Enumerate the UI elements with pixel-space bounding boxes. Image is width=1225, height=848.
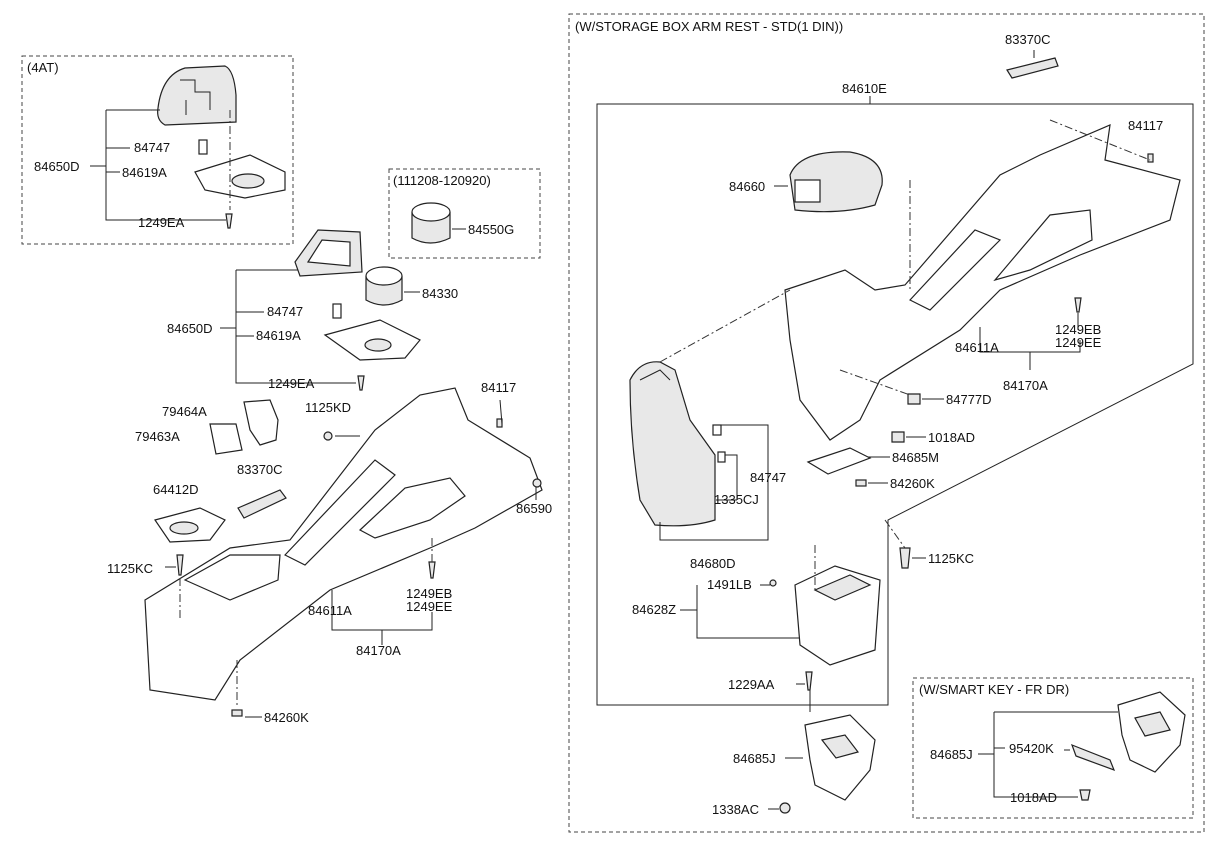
label-84610e: 84610E: [842, 81, 887, 96]
clip-84260k-right: [855, 479, 867, 487]
clip-84747-right: [712, 424, 722, 436]
label-1018ad-smart: 1018AD: [1010, 790, 1057, 805]
label-1125kc-right: 1125KC: [928, 551, 974, 566]
label-84619a-mid: 84619A: [256, 328, 301, 343]
label-84611a-right: 84611A: [955, 340, 999, 355]
label-95420k: 95420K: [1009, 741, 1054, 756]
label-64412d: 64412D: [153, 482, 199, 497]
label-1125kc-left: 1125KC: [107, 561, 153, 576]
clip-84747-4at: [198, 139, 208, 155]
label-84680d: 84680D: [690, 556, 736, 571]
screw-1249eb-left: [428, 561, 436, 579]
clip-1335cj: [717, 451, 726, 463]
label-1491lb: 1491LB: [707, 577, 752, 592]
label-1338ac: 1338AC: [712, 802, 759, 817]
label-84117-left: 84117: [481, 380, 516, 395]
shift-indicator-4at: [157, 65, 237, 126]
label-84777d: 84777D: [946, 392, 992, 407]
section-title-4at: (4AT): [27, 60, 59, 75]
label-84619a-4at: 84619A: [122, 165, 167, 180]
cover-84619a-4at: [194, 154, 286, 199]
section-title-storage-box: (W/STORAGE BOX ARM REST - STD(1 DIN)): [575, 19, 843, 34]
section-box-date-range: [388, 168, 541, 259]
label-1249eb-left: 1249EB: [406, 586, 452, 601]
armrest-84680d: [629, 361, 716, 527]
armrest-lid-84660: [789, 151, 883, 213]
label-1249ea-mid: 1249EA: [268, 376, 315, 391]
label-84650d-4at: 84650D: [34, 159, 80, 174]
storage-box-84628z: [794, 565, 881, 666]
shift-bezel-84650d: [294, 229, 363, 277]
label-1249ee-left: 1249EE: [406, 599, 453, 614]
clip-84260k-left: [231, 709, 243, 717]
screw-1125kc-right: [899, 547, 911, 569]
label-83370c-left: 83370C: [237, 462, 283, 477]
screw-1018ad-smart: [1079, 789, 1091, 801]
console-84611a-right: [784, 124, 1181, 441]
screw-1249ea-mid: [357, 375, 365, 391]
label-1229aa: 1229AA: [728, 677, 775, 692]
clip-86590: [532, 478, 542, 488]
bracket-84685j-main: [804, 714, 876, 801]
section-title-date-range: (111208-120920): [393, 173, 491, 188]
clip-84117-right: [1147, 153, 1154, 163]
label-84170a-left: 84170A: [356, 643, 401, 658]
label-84330: 84330: [422, 286, 458, 301]
label-1249ee-right: 1249EE: [1055, 335, 1102, 350]
screw-1125kc-left: [176, 554, 184, 576]
label-1018ad-right: 1018AD: [928, 430, 975, 445]
label-84117-right: 84117: [1128, 118, 1163, 133]
bracket-84685j-smart: [1117, 691, 1186, 773]
bracket-79463a: [209, 423, 243, 455]
cup-84330: [365, 266, 403, 306]
screw-1018ad-right: [891, 431, 905, 443]
label-1249eb-right: 1249EB: [1055, 322, 1101, 337]
module-95420k: [1070, 743, 1116, 772]
label-84650d-mid: 84650D: [167, 321, 213, 336]
cover-84619a-mid: [323, 319, 421, 361]
nut-1338ac: [779, 802, 791, 814]
screw-1229aa: [805, 671, 813, 691]
label-83370c-right: 83370C: [1005, 32, 1051, 47]
label-79464a: 79464A: [162, 404, 207, 419]
trim-83370c-left: [237, 489, 287, 519]
cup-84550g: [411, 202, 451, 244]
label-1125kd: 1125KD: [305, 400, 351, 415]
bolt-1491lb: [769, 579, 777, 587]
label-84260k-right: 84260K: [890, 476, 935, 491]
section-box-smart-key: [912, 677, 1194, 819]
assembly-outline-84610e: [596, 103, 1194, 706]
section-box-storage-box: [568, 13, 1205, 833]
label-86590: 86590: [516, 501, 552, 516]
label-84685m: 84685M: [892, 450, 939, 465]
label-84628z: 84628Z: [632, 602, 676, 617]
screw-1249ea-4at: [225, 213, 233, 229]
label-84747-4at: 84747: [134, 140, 170, 155]
label-84685j-smart: 84685J: [930, 747, 973, 762]
screw-1125kd: [323, 431, 333, 441]
label-84260k-left: 84260K: [264, 710, 309, 725]
screw-1249eb-right: [1074, 297, 1082, 313]
label-84170a-right: 84170A: [1003, 378, 1048, 393]
console-84611a-left: [144, 387, 543, 701]
label-1249ea-4at: 1249EA: [138, 215, 185, 230]
pad-84685m: [806, 447, 872, 475]
tray-64412d: [154, 507, 226, 543]
trim-83370c-right: [1006, 57, 1059, 79]
label-84660: 84660: [729, 179, 765, 194]
screw-84777d: [907, 393, 921, 405]
clip-84747-mid: [332, 303, 342, 319]
label-84747-mid: 84747: [267, 304, 303, 319]
label-84550g: 84550G: [468, 222, 514, 237]
label-1335cj: 1335CJ: [714, 492, 759, 507]
label-84747-right: 84747: [750, 470, 786, 485]
section-title-smart-key: (W/SMART KEY - FR DR): [919, 682, 1069, 697]
section-box-4at: [21, 55, 294, 245]
label-79463a: 79463A: [135, 429, 180, 444]
label-84685j-main: 84685J: [733, 751, 776, 766]
label-84611a-left: 84611A: [308, 603, 352, 618]
bracket-79464a: [243, 399, 279, 446]
